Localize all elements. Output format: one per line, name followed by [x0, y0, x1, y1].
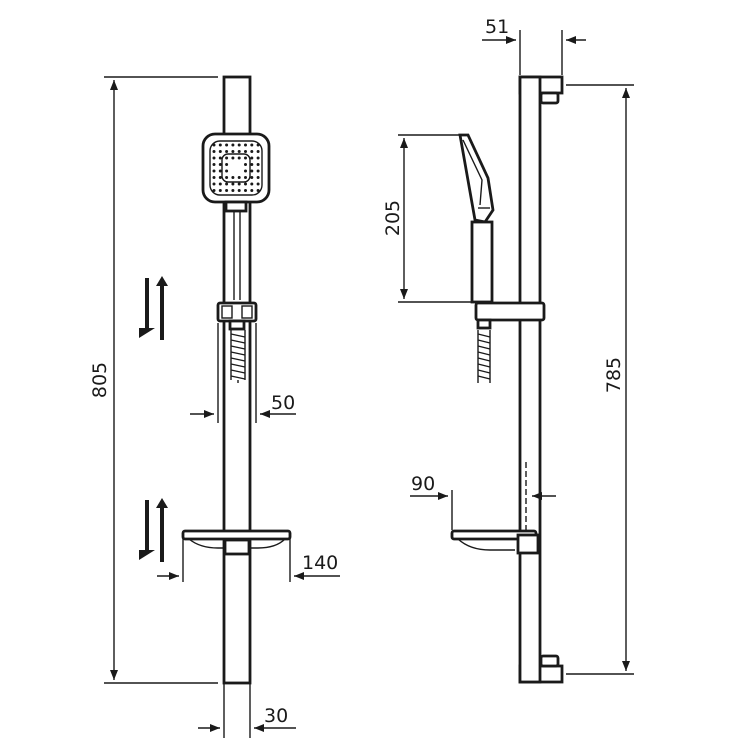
nozzle-dot	[237, 150, 241, 153]
nozzle-dot	[212, 163, 216, 166]
shower-handset-side	[458, 133, 495, 304]
nozzle-dot	[231, 176, 235, 179]
nozzle-dot	[244, 189, 247, 192]
nozzle-dot	[218, 189, 222, 192]
nozzle-dot	[250, 169, 254, 173]
nozzle-dot	[225, 143, 229, 147]
slide-arrows-lower-icon	[139, 498, 168, 562]
nozzle-dot	[244, 182, 247, 186]
nozzle-dot	[237, 143, 241, 147]
nozzle-dot	[250, 150, 254, 153]
dim-30: 30	[198, 683, 296, 738]
dim-90: 90	[410, 473, 556, 530]
dim-50: 50	[190, 323, 296, 423]
nozzle-dot	[218, 176, 222, 179]
side-rail	[518, 75, 542, 684]
nozzle-dot	[250, 156, 254, 160]
nozzle-dot	[212, 150, 216, 153]
nozzle-dot	[237, 182, 241, 186]
nozzle-dot	[256, 156, 260, 160]
nozzle-dot	[237, 189, 241, 192]
nozzle-dot	[218, 143, 222, 147]
nozzle-dot	[250, 176, 254, 179]
nozzle-dot	[212, 156, 216, 160]
nozzle-dot	[231, 182, 235, 186]
nozzle-dot	[250, 163, 254, 166]
nozzle-dot	[231, 150, 235, 153]
nozzle-dot	[212, 182, 216, 186]
nozzle-dot	[244, 163, 247, 166]
dim-140-label: 140	[302, 552, 338, 574]
dim-51-label: 51	[485, 16, 509, 38]
dim-785: 785	[566, 84, 634, 675]
dim-50-label: 50	[271, 392, 295, 414]
slide-arrows-upper-icon	[139, 276, 168, 340]
shower-head-front	[201, 132, 271, 213]
nozzle-dot	[256, 182, 260, 186]
dim-805-label: 805	[89, 362, 111, 398]
front-view: 805 50 140 30	[89, 75, 340, 738]
nozzle-dot	[225, 176, 229, 179]
nozzle-dot	[237, 156, 241, 160]
dim-785-label: 785	[603, 357, 625, 393]
nozzle-dot	[256, 189, 260, 192]
soap-dish-side	[450, 529, 540, 555]
dim-30-label: 30	[264, 705, 288, 727]
nozzle-dot	[244, 143, 247, 147]
nozzle-dot	[218, 169, 222, 173]
nozzle-dot	[225, 150, 229, 153]
nozzle-dot	[244, 150, 247, 153]
nozzle-dot	[250, 182, 254, 186]
side-view: 51 205 785 90	[382, 16, 634, 684]
dim-90-label: 90	[411, 473, 435, 495]
nozzle-dot	[212, 143, 216, 147]
hose-side	[477, 330, 491, 383]
slider-holder-side	[474, 301, 546, 330]
nozzle-dot	[225, 163, 229, 166]
dim-205: 205	[382, 134, 472, 303]
nozzle-dot	[218, 156, 222, 160]
nozzle-dot	[244, 176, 247, 179]
nozzle-dot	[244, 169, 247, 173]
nozzle-dot	[212, 169, 216, 173]
nozzle-dot	[218, 182, 222, 186]
nozzle-dot	[225, 182, 229, 186]
nozzle-dot	[231, 189, 235, 192]
nozzle-dot	[231, 156, 235, 160]
nozzle-dot	[256, 143, 260, 147]
nozzle-dot	[218, 163, 222, 166]
nozzle-dot	[231, 143, 235, 147]
nozzle-dot	[256, 150, 260, 153]
nozzle-dot	[212, 189, 216, 192]
nozzle-dot	[244, 156, 247, 160]
nozzle-dot	[256, 163, 260, 166]
nozzle-dot	[237, 176, 241, 179]
dim-205-label: 205	[382, 200, 404, 236]
nozzle-dot	[256, 176, 260, 179]
nozzle-dot	[225, 189, 229, 192]
slider-holder-front	[216, 301, 258, 331]
nozzle-dot	[218, 150, 222, 153]
nozzle-dot	[256, 169, 260, 173]
dim-51: 51	[482, 16, 586, 75]
dim-140: 140	[157, 539, 340, 582]
dim-805: 805	[89, 76, 218, 684]
nozzle-dot	[250, 189, 254, 192]
soap-dish-front	[181, 529, 292, 556]
nozzle-dot	[212, 176, 216, 179]
nozzle-dot	[250, 143, 254, 147]
nozzle-dot	[225, 169, 229, 173]
nozzle-dot	[225, 156, 229, 160]
